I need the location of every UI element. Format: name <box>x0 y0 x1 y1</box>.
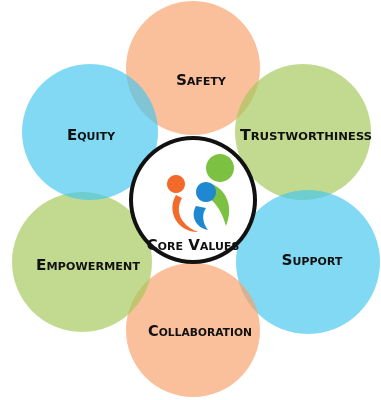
label-empowerment: Empowerment <box>36 256 140 274</box>
label-collaboration: Collaboration <box>148 322 252 340</box>
label-trustworthiness: Trustworthiness <box>240 126 372 144</box>
petal-safety <box>126 1 260 135</box>
petal-equity <box>22 64 158 200</box>
petal-trustworthiness <box>235 64 371 200</box>
people-logo-icon <box>167 154 234 232</box>
petal-support <box>236 190 380 334</box>
label-support: Support <box>282 251 343 269</box>
petal-empowerment <box>12 192 152 332</box>
label-equity: Equity <box>67 126 116 144</box>
petal-collaboration <box>126 263 260 397</box>
label-safety: Safety <box>176 71 227 89</box>
label-core-values: Core Values <box>147 236 240 254</box>
